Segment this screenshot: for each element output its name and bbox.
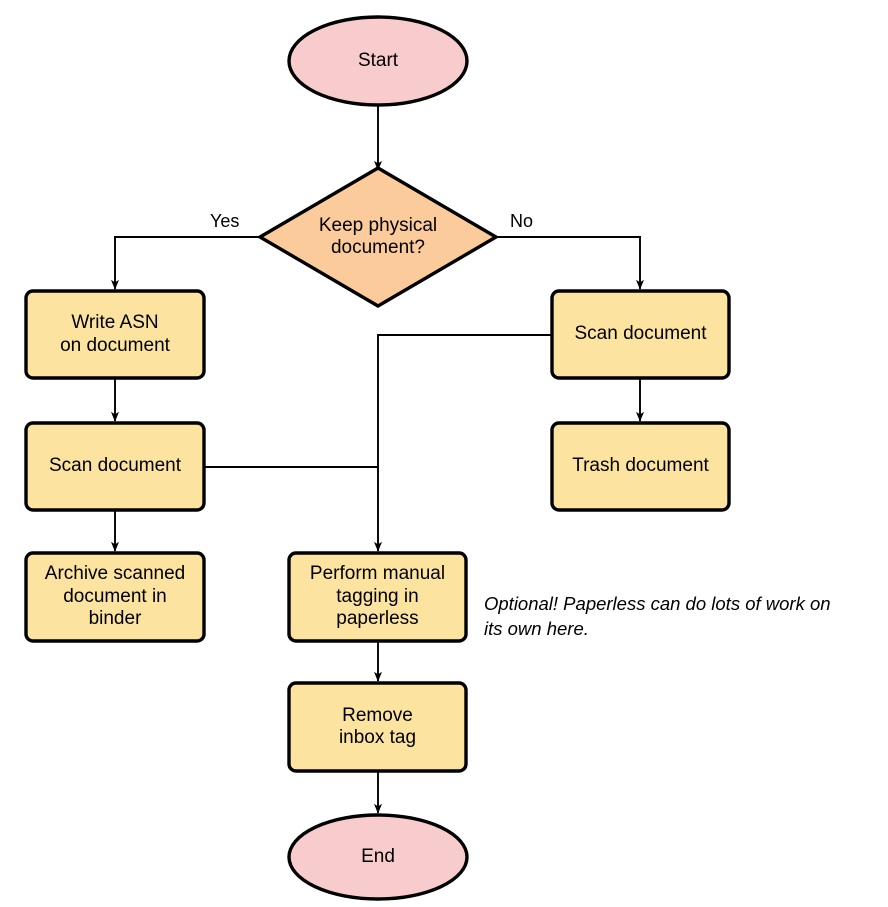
edge-decision-yes-to-write-asn: [111, 236, 260, 290]
edge-decision-no-to-scan-right: [496, 236, 644, 290]
edge-scan-right-to-tagging: [374, 334, 552, 552]
node-start-shape[interactable]: [287, 15, 469, 107]
node-trash-shape[interactable]: [550, 421, 731, 512]
edge-label-yes: Yes: [210, 211, 240, 231]
connector-group: [111, 105, 644, 814]
edge-label-no: No: [510, 211, 534, 231]
node-scan-right-shape[interactable]: [550, 289, 731, 380]
node-tagging-shape[interactable]: [287, 551, 468, 643]
node-decision-shape[interactable]: [256, 166, 500, 308]
node-archive-shape[interactable]: [24, 551, 206, 643]
node-remove-inbox-shape[interactable]: [287, 681, 468, 773]
optional-note: Optional! Paperless can do lots of work …: [484, 593, 831, 639]
node-end-shape[interactable]: [287, 813, 469, 901]
node-scan-left-shape[interactable]: [24, 421, 206, 512]
node-write-asn-shape[interactable]: [24, 289, 206, 380]
